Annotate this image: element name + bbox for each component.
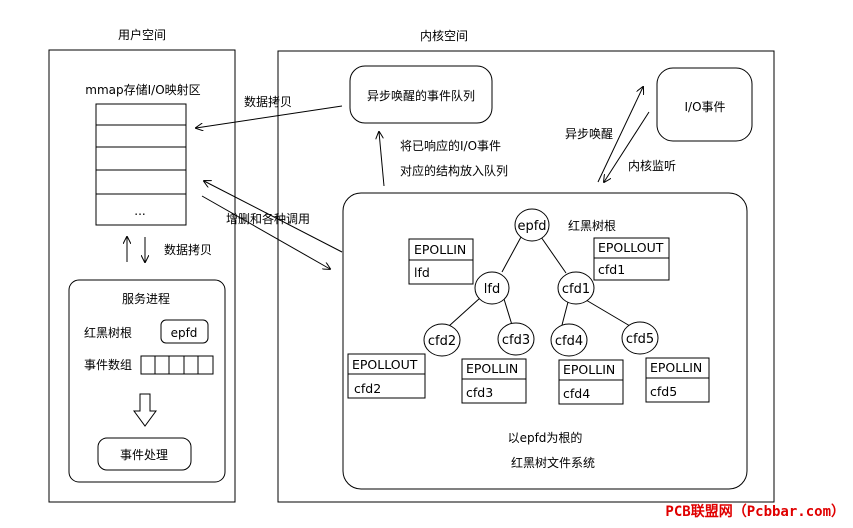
svg-text:EPOLLIN: EPOLLIN	[466, 361, 518, 376]
tree-node-cfd2: cfd2	[423, 323, 461, 357]
svg-text:cfd5: cfd5	[650, 384, 677, 399]
tree-node-cfd1: cfd1	[557, 271, 595, 305]
tag-cfd1: EPOLLOUT cfd1	[593, 237, 670, 281]
syscall-label: 增删和各种调用	[226, 211, 310, 226]
tree-node-lfd: lfd	[474, 271, 510, 305]
svg-text:cfd2: cfd2	[354, 381, 381, 396]
event-handling-box	[97, 437, 192, 471]
service-process-title: 服务进程	[122, 291, 170, 306]
copy-label-side: 数据拷贝	[164, 242, 212, 257]
svg-text:lfd: lfd	[414, 265, 430, 280]
down-flow-arrow	[133, 393, 157, 427]
tree-node-cfd5: cfd5	[621, 321, 659, 355]
put-queue-line2: 对应的结构放入队列	[400, 163, 508, 178]
io-event-box	[656, 67, 753, 142]
rbtree-filesystem-box	[342, 192, 748, 490]
tag-lfd: EPOLLIN lfd	[408, 238, 474, 285]
tree-root-note: 红黑树根	[568, 218, 616, 233]
svg-text:cfd1: cfd1	[562, 282, 590, 297]
svg-text:lfd: lfd	[484, 282, 500, 297]
async-wake-arrow	[604, 111, 650, 182]
put-queue-line1: 将已响应的I/O事件	[400, 138, 501, 153]
process-epfd-box	[160, 319, 209, 344]
tag-cfd4: EPOLLIN cfd4	[558, 359, 624, 405]
watermark: PCB联盟网（Pcbbar.com）	[665, 504, 845, 520]
svg-text:EPOLLIN: EPOLLIN	[414, 242, 466, 257]
mmap-region	[95, 103, 187, 226]
svg-text:cfd5: cfd5	[626, 332, 654, 347]
io-event-label: I/O事件	[684, 100, 725, 114]
svg-text:cfd3: cfd3	[466, 385, 493, 400]
event-queue-label: 异步唤醒的事件队列	[367, 88, 475, 103]
process-epfd-label: epfd	[171, 326, 198, 340]
svg-text:EPOLLOUT: EPOLLOUT	[598, 240, 664, 255]
event-array-label: 事件数组	[84, 357, 132, 372]
process-rbtree-label: 红黑树根	[84, 325, 132, 340]
tree-caption-line2: 红黑树文件系统	[511, 455, 595, 470]
event-handling-label: 事件处理	[120, 448, 168, 462]
kernel-listen-label: 内核监听	[628, 159, 676, 173]
put-queue-arrow	[379, 132, 385, 187]
kernel-listen-arrow	[597, 87, 643, 183]
tag-cfd5: EPOLLIN cfd5	[645, 357, 710, 403]
tree-node-cfd4: cfd4	[550, 323, 588, 357]
kernel-space-title: 内核空间	[420, 29, 468, 43]
svg-text:cfd4: cfd4	[563, 386, 590, 401]
svg-text:cfd3: cfd3	[502, 333, 530, 348]
copy-to-mmap-arrow	[196, 105, 343, 128]
syscall-arrow-up	[204, 181, 343, 253]
tree-node-cfd3: cfd3	[497, 322, 535, 356]
copy-label-top: 数据拷贝	[244, 94, 292, 109]
svg-text:cfd1: cfd1	[598, 262, 625, 277]
async-wake-label: 异步唤醒	[565, 127, 613, 141]
user-space-box	[48, 49, 236, 503]
svg-text:EPOLLOUT: EPOLLOUT	[352, 357, 418, 372]
tag-cfd2: EPOLLOUT cfd2	[347, 353, 426, 399]
svg-text:EPOLLIN: EPOLLIN	[650, 360, 702, 375]
svg-text:cfd2: cfd2	[428, 334, 456, 349]
mmap-dots: ...	[134, 204, 145, 218]
svg-text:epfd: epfd	[517, 219, 546, 234]
service-process-box	[68, 279, 226, 483]
svg-text:EPOLLIN: EPOLLIN	[563, 362, 615, 377]
tree-caption-line1: 以epfd为根的	[508, 430, 583, 445]
event-queue-box	[349, 65, 493, 124]
kernel-space-box	[277, 50, 775, 503]
mmap-label: mmap存储I/O映射区	[85, 82, 200, 97]
syscall-arrow-down	[201, 195, 330, 269]
user-space-title: 用户空间	[118, 27, 166, 42]
tag-cfd3: EPOLLIN cfd3	[461, 358, 527, 404]
event-array	[140, 355, 214, 375]
tree-node-epfd: epfd	[514, 208, 550, 242]
svg-text:cfd4: cfd4	[555, 334, 583, 349]
tree-edges	[448, 236, 631, 327]
